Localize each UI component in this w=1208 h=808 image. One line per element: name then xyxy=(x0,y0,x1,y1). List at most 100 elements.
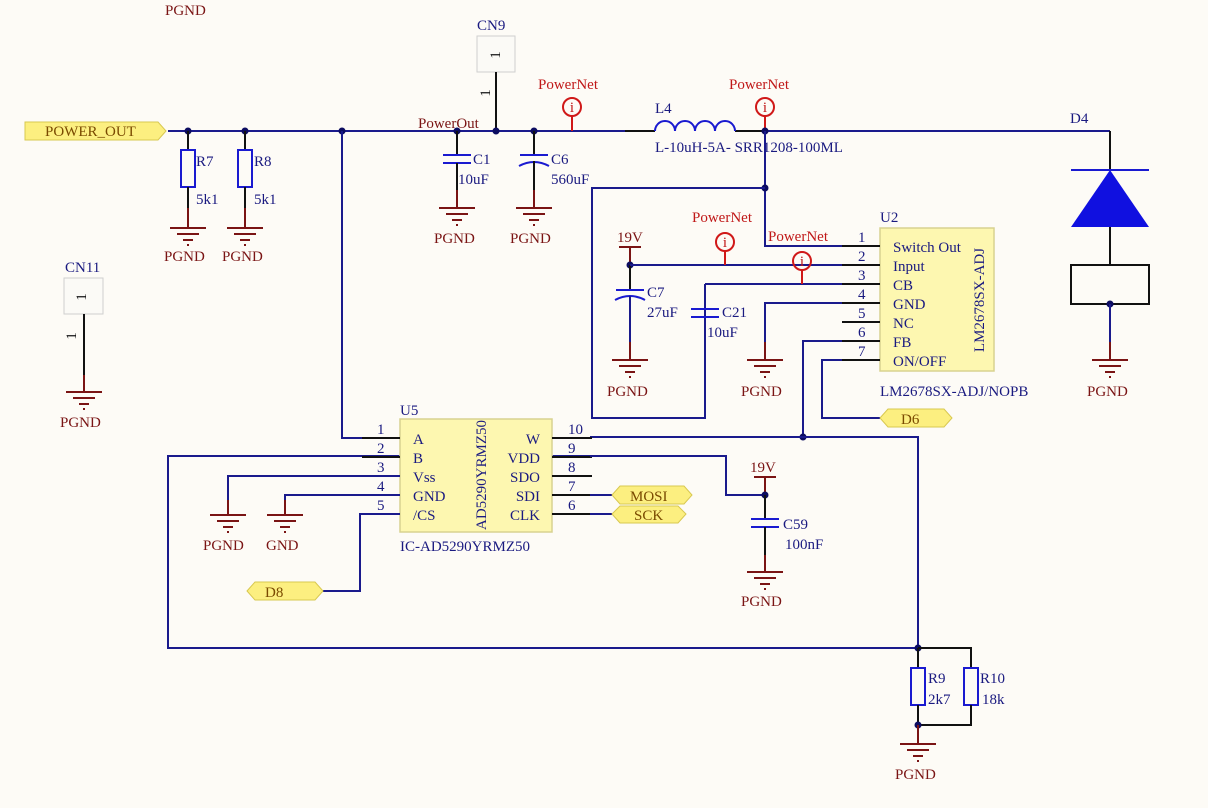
pin-number: 6 xyxy=(858,325,866,341)
pin-number: 2 xyxy=(377,441,385,457)
mosi-port[interactable]: MOSI xyxy=(611,485,693,505)
powernet-probe-4[interactable]: PowerNet i xyxy=(768,229,829,284)
c7-value: 27uF xyxy=(647,305,678,321)
r9-ref: R9 xyxy=(928,671,946,687)
powernet-probe-1[interactable]: PowerNet i xyxy=(538,77,599,131)
svg-text:1: 1 xyxy=(64,332,80,340)
pin-number: 5 xyxy=(377,498,385,514)
svg-text:PowerNet: PowerNet xyxy=(538,77,599,93)
svg-text:MOSI: MOSI xyxy=(630,489,668,505)
pin-name: SDO xyxy=(510,470,540,486)
svg-text:i: i xyxy=(723,235,727,251)
svg-text:SCK: SCK xyxy=(634,508,663,524)
pin-number: 3 xyxy=(377,460,385,476)
r7-value: 5k1 xyxy=(196,192,219,208)
net-label-pgnd-top: PGND xyxy=(165,3,206,19)
capacitor-c59[interactable]: 19V C59 100nF PGND xyxy=(741,460,823,610)
u5-part: AD5290YRMZ50 xyxy=(474,420,490,530)
resistor-r9[interactable]: R9 2k7 xyxy=(910,648,951,725)
r10-value: 18k xyxy=(982,692,1005,708)
resistor-r8[interactable]: R8 5k1 PGND xyxy=(222,127,277,266)
d4-ref: D4 xyxy=(1070,111,1089,127)
u2-pin-6[interactable]: 6FB xyxy=(842,325,911,351)
ic-u5[interactable]: U5 AD5290YRMZ50 1A2B3Vss4GND5/CS10W9VDD8… xyxy=(362,403,592,555)
v19-label: 19V xyxy=(617,230,643,246)
u2-pin-7[interactable]: 7ON/OFF xyxy=(842,344,946,370)
pin-name: GND xyxy=(413,489,446,505)
pin-name: Vss xyxy=(413,470,436,486)
u2-pin-3[interactable]: 3CB xyxy=(842,268,913,294)
powernet-probe-3[interactable]: PowerNet i xyxy=(692,210,753,265)
pin-number: 8 xyxy=(568,460,576,476)
pin-number: 4 xyxy=(377,479,385,495)
connector-cn11[interactable]: CN11 1 1 PGND xyxy=(60,260,104,431)
pin-number: 7 xyxy=(568,479,576,495)
pin-number: 7 xyxy=(858,344,866,360)
r10-ref: R10 xyxy=(980,671,1005,687)
u2-ref: U2 xyxy=(880,210,898,226)
pin-number: 1 xyxy=(858,230,866,246)
inductor-l4[interactable]: L4 L-10uH-5A- SRR1208-100ML xyxy=(654,101,843,156)
capacitor-c1[interactable]: C1 10uF PGND xyxy=(434,127,491,248)
wire-to-u5-a xyxy=(341,131,400,439)
r7-ref: R7 xyxy=(196,154,214,170)
pgnd-label: PGND xyxy=(434,231,475,247)
pin-name: W xyxy=(526,432,541,448)
svg-text:i: i xyxy=(570,100,574,116)
c59-ref: C59 xyxy=(783,517,808,533)
u2-pin-5[interactable]: 5NC xyxy=(842,306,914,332)
pgnd-label: PGND xyxy=(895,767,936,783)
u5-pin-10[interactable]: 10W xyxy=(526,422,592,448)
c6-value: 560uF xyxy=(551,172,589,188)
u2-value: LM2678SX-ADJ/NOPB xyxy=(880,384,1028,400)
pin-name: FB xyxy=(893,335,911,351)
pgnd-label: PGND xyxy=(222,249,263,265)
capacitor-c21[interactable]: C21 10uF xyxy=(691,283,878,341)
svg-text:1: 1 xyxy=(488,51,504,59)
pin-name: GND xyxy=(893,297,926,313)
pin-number: 9 xyxy=(568,441,576,457)
pin-number: 4 xyxy=(858,287,866,303)
c59-value: 100nF xyxy=(785,537,823,553)
c21-ref: C21 xyxy=(722,305,747,321)
pgnd-label: PGND xyxy=(607,384,648,400)
diode-d4[interactable]: D4 PGND xyxy=(1070,111,1150,400)
resistor-r10[interactable]: R10 18k xyxy=(918,647,1005,726)
pgnd-label: PGND xyxy=(203,538,244,554)
power-out-port[interactable]: POWER_OUT xyxy=(24,121,167,141)
capacitor-c7[interactable]: 19V C7 27uF PGND xyxy=(607,230,678,400)
u5-value: IC-AD5290YRMZ50 xyxy=(400,539,530,555)
sck-port[interactable]: SCK xyxy=(611,505,687,524)
u5-pin-2[interactable]: 2B xyxy=(362,441,423,467)
u5-pin-1[interactable]: 1A xyxy=(362,422,424,448)
powerout-net-label: PowerOut xyxy=(418,116,480,132)
resistor-r7[interactable]: R7 5k1 PGND xyxy=(164,127,219,266)
l4-ref: L4 xyxy=(655,101,672,117)
c7-ref: C7 xyxy=(647,285,665,301)
svg-text:1: 1 xyxy=(478,89,494,97)
pgnd-label: PGND xyxy=(164,249,205,265)
c1-value: 10uF xyxy=(458,172,489,188)
connector-cn9[interactable]: CN9 1 1 xyxy=(476,18,516,135)
svg-text:19V: 19V xyxy=(750,460,776,476)
d6-port[interactable]: D6 xyxy=(879,408,953,428)
pin-name: SDI xyxy=(516,489,540,505)
pin-number: 5 xyxy=(858,306,866,322)
cn9-ref: CN9 xyxy=(477,18,505,34)
c1-ref: C1 xyxy=(473,152,491,168)
powernet-probe-2[interactable]: PowerNet i xyxy=(729,77,790,131)
pin-name: B xyxy=(413,451,423,467)
pin-number: 1 xyxy=(377,422,385,438)
capacitor-c6[interactable]: C6 560uF PGND xyxy=(510,127,589,248)
pin-name: A xyxy=(413,432,424,448)
d8-port[interactable]: D8 xyxy=(246,581,324,601)
